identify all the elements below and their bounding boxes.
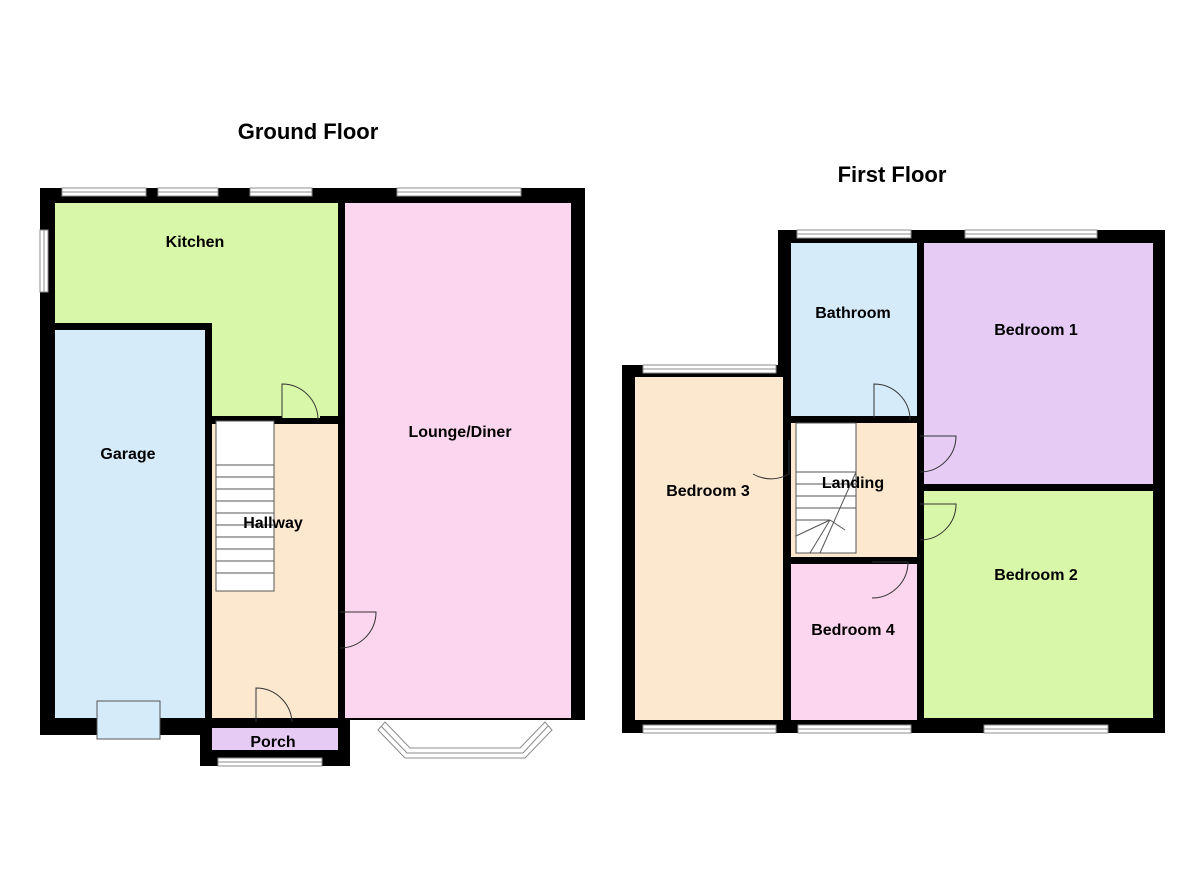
garage-label: Garage bbox=[100, 446, 155, 463]
garage-hall-wall bbox=[205, 323, 212, 720]
ground-floor-plan: Kitchen Garage Hallway Lounge/Diner Porc… bbox=[39, 187, 586, 767]
bedroom3-door bbox=[752, 440, 790, 480]
lounge-diner-label: Lounge/Diner bbox=[408, 424, 511, 441]
bay-window bbox=[377, 721, 553, 759]
landing-label: Landing bbox=[822, 475, 884, 492]
bathroom-room bbox=[791, 243, 917, 416]
bedroom4-room bbox=[791, 564, 917, 720]
bedroom3-room bbox=[635, 377, 783, 720]
hallway-label: Hallway bbox=[243, 515, 303, 532]
bedroom2-door bbox=[919, 503, 957, 541]
kitchen-label: Kitchen bbox=[166, 234, 225, 251]
lounge-door bbox=[339, 611, 377, 649]
ground-floor-staircase bbox=[215, 420, 275, 592]
bathroom-label: Bathroom bbox=[815, 305, 891, 322]
hall-porch-wall bbox=[212, 718, 338, 728]
lounge-diner-room bbox=[345, 203, 571, 718]
porch-room bbox=[212, 728, 338, 750]
kitchen-hall-wall bbox=[212, 416, 282, 423]
bedroom3-label: Bedroom 3 bbox=[666, 483, 750, 500]
kitchen-door bbox=[281, 383, 319, 421]
kitchen-garage-wall bbox=[55, 323, 212, 330]
kitchen-room-lower bbox=[212, 323, 338, 418]
bedroom4-door bbox=[871, 561, 909, 599]
ground-floor-title: Ground Floor bbox=[238, 119, 379, 144]
porch-label: Porch bbox=[250, 734, 295, 751]
bedroom1-label: Bedroom 1 bbox=[994, 322, 1078, 339]
garage-door bbox=[96, 700, 161, 740]
bathroom-door bbox=[873, 383, 911, 421]
bedroom2-room bbox=[924, 491, 1153, 718]
first-floor-plan: Bathroom Bedroom 1 Bedroom 3 Landing Bed… bbox=[622, 229, 1165, 734]
first-floor-staircase bbox=[795, 422, 857, 554]
bedroom2-label: Bedroom 2 bbox=[994, 567, 1078, 584]
porch-door bbox=[255, 687, 293, 723]
bedroom1-door bbox=[919, 435, 957, 473]
bedroom1-room bbox=[924, 243, 1153, 484]
first-floor-title: First Floor bbox=[838, 162, 947, 187]
bedroom4-label: Bedroom 4 bbox=[811, 622, 895, 639]
lounge-wall bbox=[338, 196, 345, 720]
kitchen-room bbox=[55, 203, 338, 323]
garage-room bbox=[55, 330, 205, 718]
